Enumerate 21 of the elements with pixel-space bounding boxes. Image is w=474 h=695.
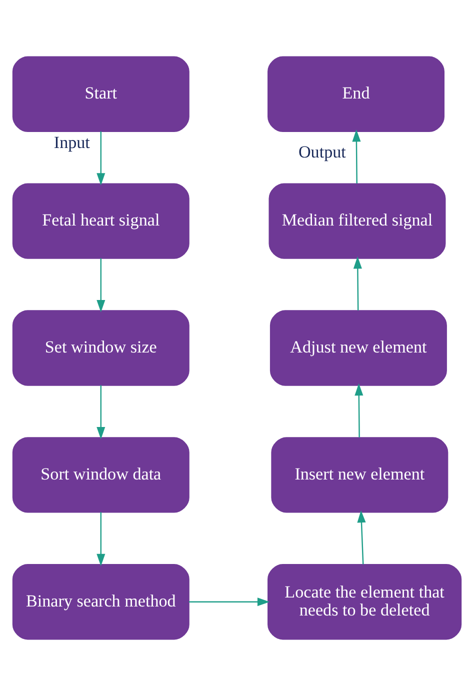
node-box: Start	[12, 56, 190, 132]
node-box: Set window size	[12, 310, 190, 386]
node-box: End	[268, 56, 444, 132]
node-box: Binary search method	[12, 564, 190, 640]
edge-label: Input	[54, 132, 90, 152]
arrow	[352, 129, 361, 183]
edge-label: Output	[298, 142, 346, 162]
node-box: Locate the element that needs to be deleted	[268, 564, 462, 640]
arrow	[354, 382, 364, 437]
arrow	[357, 510, 366, 564]
arrow	[96, 512, 106, 566]
arrow	[96, 258, 106, 312]
arrow	[188, 597, 270, 606]
node-box: Insert new element	[271, 436, 448, 512]
node-box: Sort window data	[12, 436, 190, 512]
node-box: Adjust new element	[270, 310, 447, 386]
node-box: Fetal heart signal	[12, 182, 190, 258]
node-box: Median filtered signal	[268, 182, 446, 258]
arrow	[353, 256, 362, 310]
arrow	[96, 130, 106, 185]
arrow	[96, 384, 106, 439]
